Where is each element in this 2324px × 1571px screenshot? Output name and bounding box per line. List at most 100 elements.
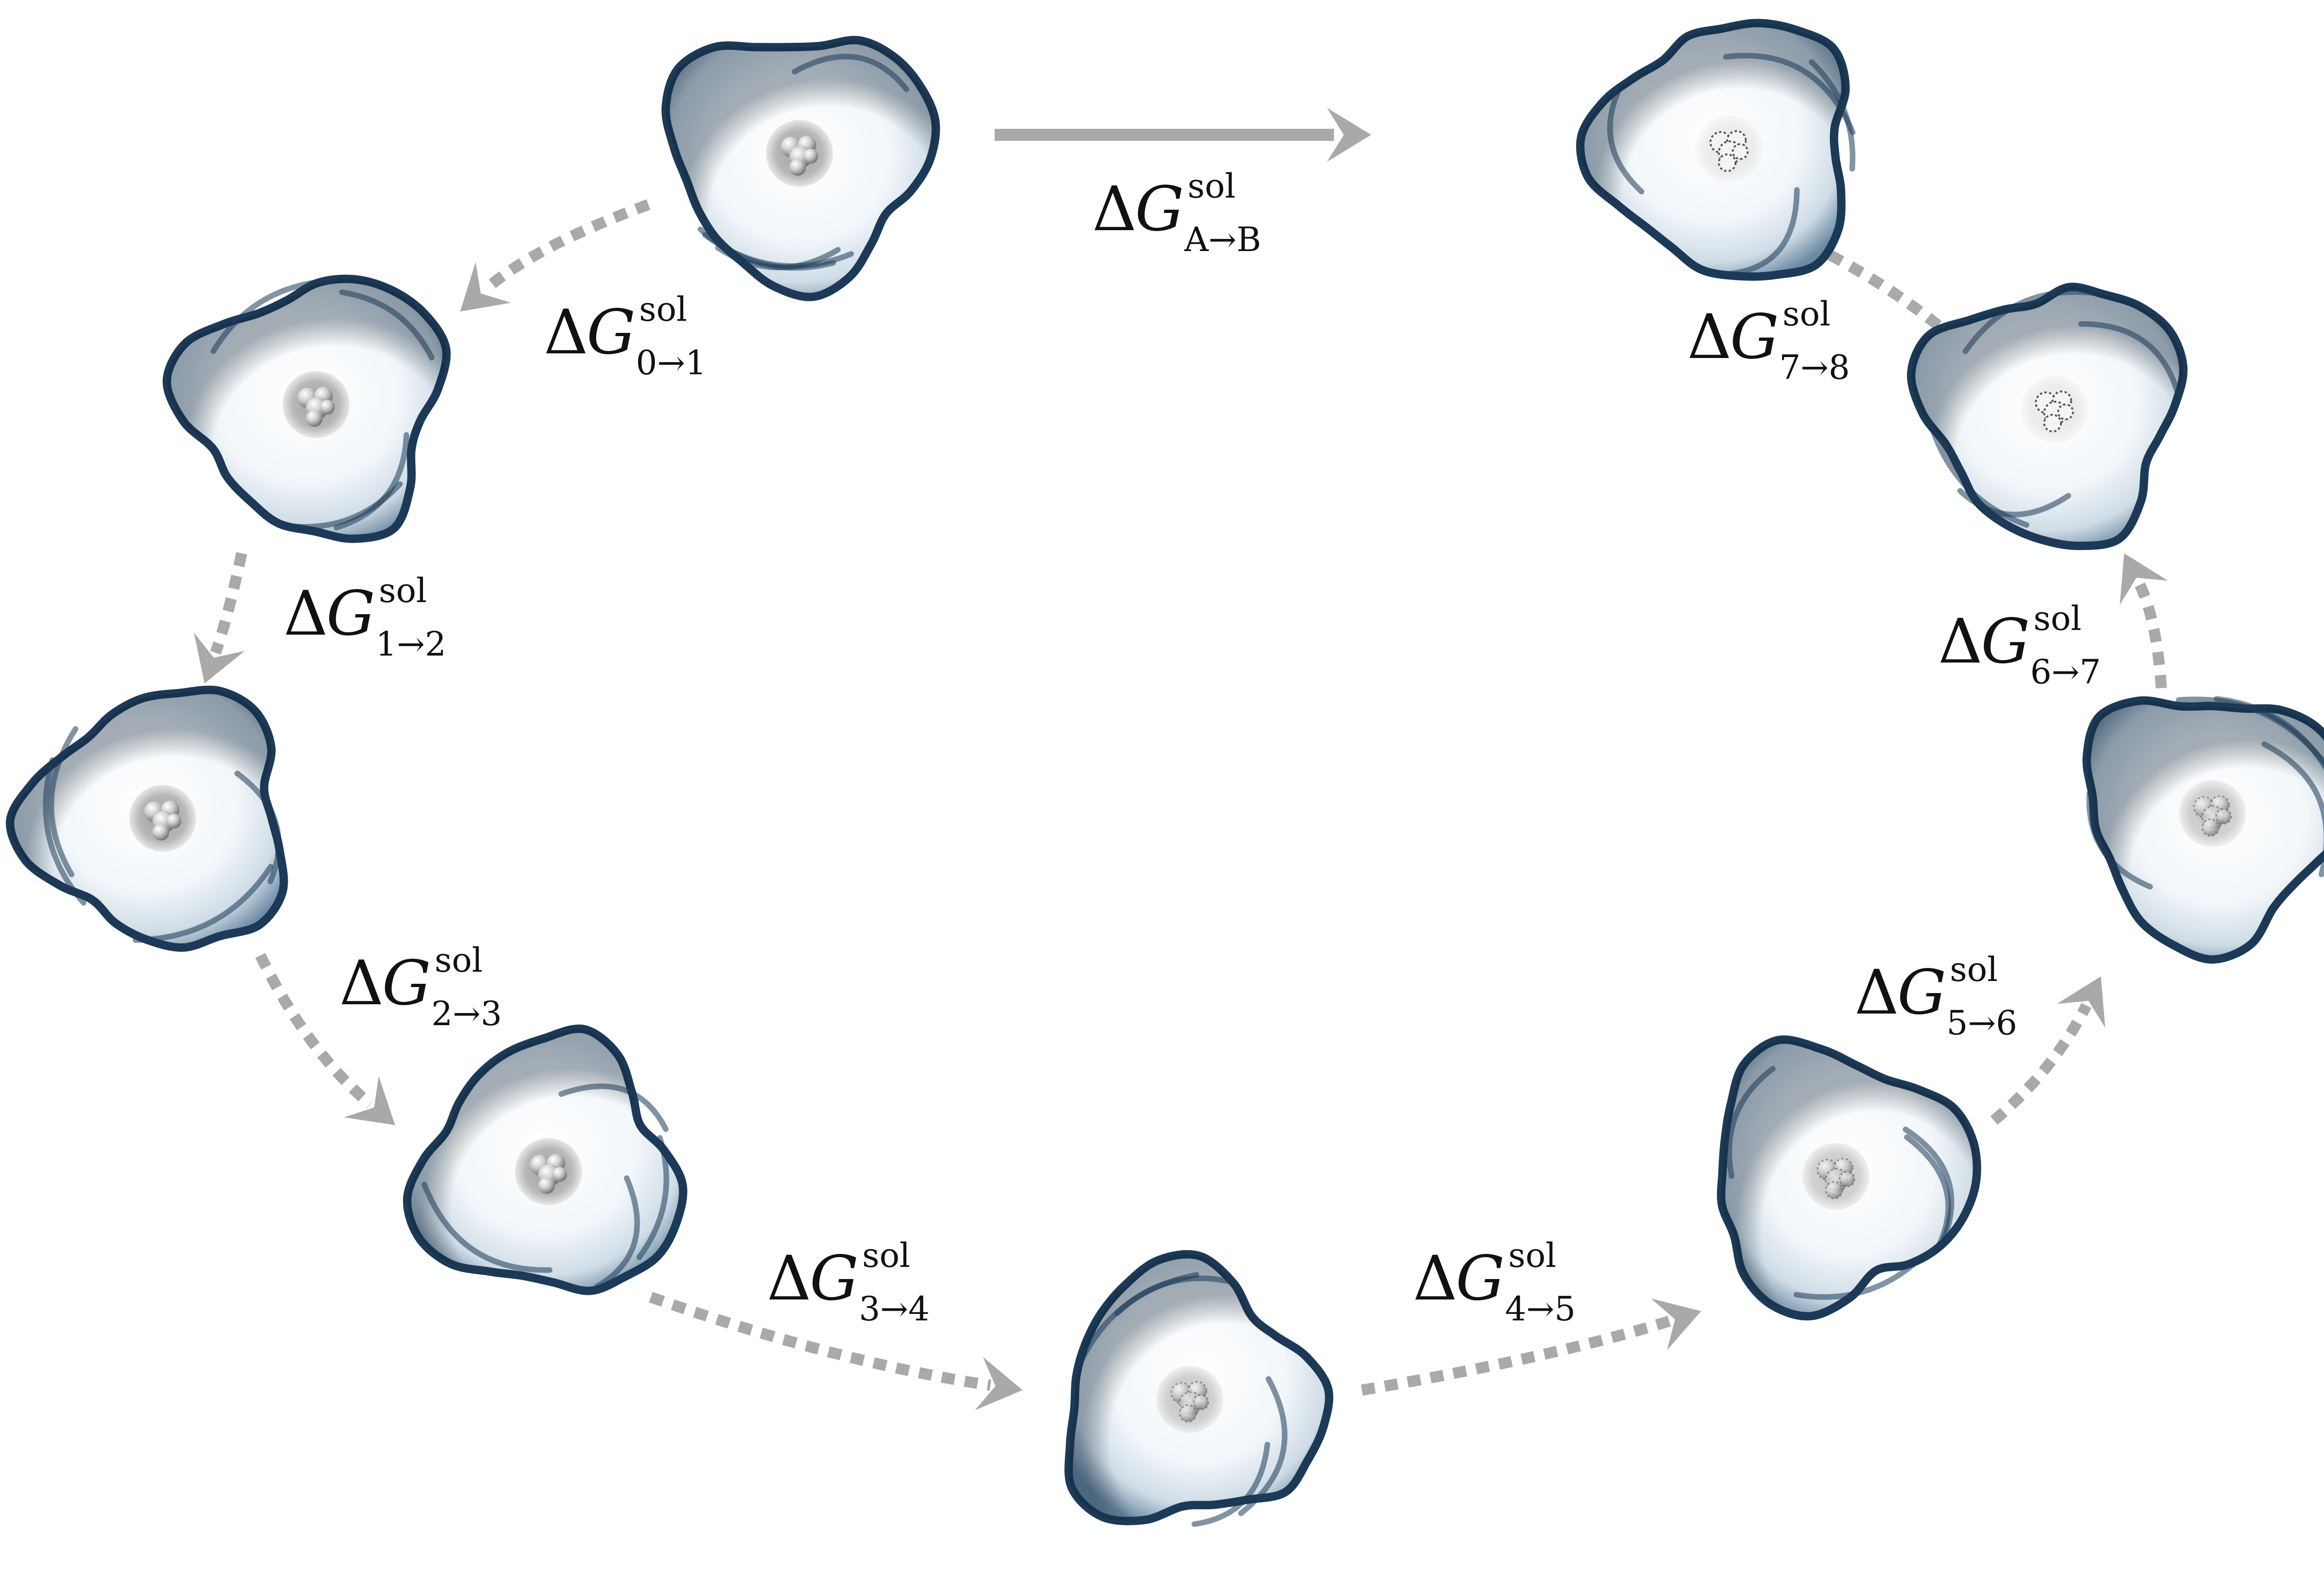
subscript-transition: 3→4: [859, 1289, 930, 1328]
delta-symbol: Δ: [1855, 957, 1899, 1028]
g-symbol: G: [1981, 606, 2030, 677]
delta-symbol: Δ: [767, 1243, 811, 1314]
delta-symbol: Δ: [1413, 1243, 1457, 1314]
surface-ridge: [422, 1182, 553, 1273]
surface-ridge: [1957, 488, 2071, 517]
surface-ridge: [2078, 321, 2181, 398]
g-symbol: G: [1135, 173, 1184, 245]
step-arrow-4-to-5: [1360, 1315, 1672, 1396]
subscript-transition: 4→5: [1505, 1289, 1576, 1328]
step-arrowhead-3-to-4: [975, 1357, 1023, 1411]
ligand-atom: [789, 159, 806, 176]
ligand-atom: [152, 824, 169, 841]
nodes-layer: [6, 19, 2324, 1527]
surface-ridge: [1902, 1127, 1954, 1242]
surface-ridge: [558, 1083, 669, 1132]
surface-ridge: [1928, 420, 2030, 528]
superscript-sol: sol: [862, 1236, 910, 1275]
surface-ridge: [48, 726, 79, 877]
step-arrowhead-4-to-5: [1651, 1298, 1701, 1350]
subscript-transition: A→B: [1184, 220, 1261, 259]
superscript-sol: sol: [1783, 294, 1830, 333]
surface-ridge: [333, 432, 409, 530]
delta-symbol: Δ: [1938, 606, 1982, 677]
protein-state-1: [162, 274, 451, 543]
step-arrowhead-2-to-3: [343, 1076, 395, 1125]
surface-ridge: [132, 864, 274, 943]
surface-ridge: [594, 1175, 640, 1290]
subscript-transition: 1→2: [376, 624, 446, 663]
surface-ridge: [2176, 696, 2324, 767]
surface-ridge: [2261, 741, 2324, 877]
subscript-transition: 6→7: [2030, 652, 2101, 691]
step-arrowhead-0-to-1: [460, 262, 511, 312]
surface-ridge: [2086, 790, 2153, 890]
surface-ridge: [636, 1135, 669, 1260]
subscript-transition: 0→1: [636, 343, 706, 382]
ligand-atom: [552, 1167, 567, 1182]
g-symbol: G: [587, 297, 635, 368]
ligand-atom: [320, 400, 335, 415]
ligand-atom: [2043, 414, 2062, 432]
delta-symbol: Δ: [1092, 173, 1136, 245]
ligand-atom: [803, 149, 818, 164]
subscript-transition: 5→6: [1947, 1003, 2017, 1042]
ligand-atom: [306, 410, 323, 427]
ligand-atom: [538, 1177, 555, 1194]
superscript-sol: sol: [379, 571, 427, 610]
surface-ridge: [234, 770, 282, 884]
ligand-atom: [2201, 818, 2220, 837]
surface-ridge: [43, 757, 86, 906]
protein-state-6: [2082, 696, 2324, 964]
protein-state-5: [1717, 1035, 1981, 1321]
step-arrowhead-5-to-6: [2057, 976, 2106, 1028]
surface-ridge: [1793, 1254, 1925, 1300]
step-arrowhead-1-to-2: [194, 633, 245, 683]
ligand-atom: [2057, 404, 2074, 420]
g-symbol: G: [810, 1243, 858, 1314]
surface-ridge: [1238, 1376, 1287, 1516]
surface-ridge: [1729, 187, 1800, 277]
step-arrow-1-to-2: [210, 552, 247, 655]
delta-symbol: Δ: [339, 948, 383, 1019]
g-symbol: G: [382, 948, 431, 1019]
subscript-transition: 7→8: [1779, 348, 1850, 387]
ligand-atom: [1179, 1404, 1197, 1423]
step-arrowhead-6-to-7: [2119, 553, 2168, 605]
surface-ridge: [1607, 89, 1644, 195]
surface-ridge: [211, 278, 335, 354]
direct-arrowhead-a-to-b: [1327, 108, 1371, 162]
ligand-atom: [1825, 1181, 1843, 1200]
superscript-sol: sol: [1188, 166, 1235, 205]
protein-state-8: [1576, 19, 1856, 281]
protein-state-0: [661, 36, 940, 301]
g-symbol: G: [1730, 301, 1779, 373]
superscript-sol: sol: [1950, 950, 1998, 989]
surface-ridge: [698, 226, 836, 271]
g-symbol: G: [1456, 1243, 1505, 1314]
surface-ridge: [1073, 1272, 1200, 1376]
surface-ridge: [1962, 289, 2106, 354]
step-arrow-0-to-1: [481, 199, 651, 294]
g-symbol: G: [1897, 957, 1946, 1028]
surface-ridge: [792, 53, 910, 92]
step-arrow-2-to-3: [255, 953, 374, 1109]
superscript-sol: sol: [435, 941, 482, 980]
protein-state-7: [1907, 283, 2188, 550]
surface-ridge: [1809, 59, 1855, 172]
ligand-atom: [1839, 1171, 1855, 1187]
step-arrow-5-to-6: [1990, 1003, 2092, 1125]
delta-symbol: Δ: [284, 578, 328, 650]
